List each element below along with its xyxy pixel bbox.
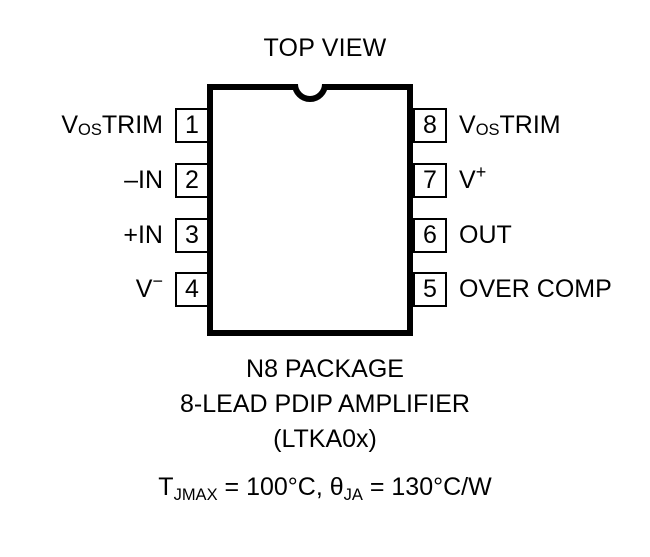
pin-label-8-text: V bbox=[459, 111, 476, 139]
pin-box-3[interactable]: 3 bbox=[175, 218, 209, 253]
pin-label-5-text: OVER COMP bbox=[459, 275, 612, 303]
pin-label-4: V− bbox=[136, 272, 163, 307]
package-name-label: N8 PACKAGE bbox=[246, 355, 404, 383]
tjmax-value: = 100°C, bbox=[217, 473, 330, 501]
pin-label-7-text: V bbox=[459, 166, 476, 194]
tjmax-symbol: T bbox=[158, 473, 174, 501]
pin-label-3: +IN bbox=[123, 218, 163, 253]
theta-value: = 130°C/W bbox=[362, 473, 492, 501]
pin-label-5: OVER COMP bbox=[459, 272, 612, 307]
package-part-number-label: (LTKA0x) bbox=[273, 425, 377, 453]
pin-label-1-suffix: TRIM bbox=[101, 111, 163, 139]
pin-label-8-subscript: OS bbox=[475, 121, 500, 140]
pin-box-8[interactable]: 8 bbox=[413, 108, 447, 143]
pin-label-1-subscript: OS bbox=[78, 121, 102, 140]
thermal-spec-label: TJMAX = 100°C, θJA = 130°C/W bbox=[0, 473, 650, 504]
pin-box-1[interactable]: 1 bbox=[175, 108, 209, 143]
pin-box-4[interactable]: 4 bbox=[175, 272, 209, 307]
pin-box-7[interactable]: 7 bbox=[413, 163, 447, 198]
pin-label-6: OUT bbox=[459, 218, 512, 253]
pin-label-4-text: V bbox=[135, 275, 153, 303]
package-notch-icon bbox=[292, 84, 328, 102]
pin-box-2[interactable]: 2 bbox=[175, 163, 209, 198]
pin-label-4-superscript: − bbox=[152, 270, 163, 291]
theta-subscript: JA bbox=[343, 485, 363, 504]
pin-box-6[interactable]: 6 bbox=[413, 218, 447, 253]
tjmax-subscript: JMAX bbox=[173, 485, 218, 504]
pin-label-2: –IN bbox=[124, 163, 163, 198]
pin-label-6-text: OUT bbox=[459, 221, 512, 249]
pin-label-7: V+ bbox=[459, 163, 486, 198]
package-description-label: 8-LEAD PDIP AMPLIFIER bbox=[180, 390, 470, 418]
pin-label-1-text: V bbox=[61, 111, 79, 139]
pin-label-2-text: –IN bbox=[124, 166, 163, 194]
pin-label-3-text: +IN bbox=[123, 221, 163, 249]
pin-box-5[interactable]: 5 bbox=[413, 272, 447, 307]
pin-label-8-suffix: TRIM bbox=[499, 111, 561, 139]
pin-label-7-superscript: + bbox=[475, 161, 487, 182]
theta-symbol: θ bbox=[329, 473, 344, 501]
top-view-label: TOP VIEW bbox=[263, 34, 387, 62]
package-body-outline bbox=[207, 84, 413, 336]
